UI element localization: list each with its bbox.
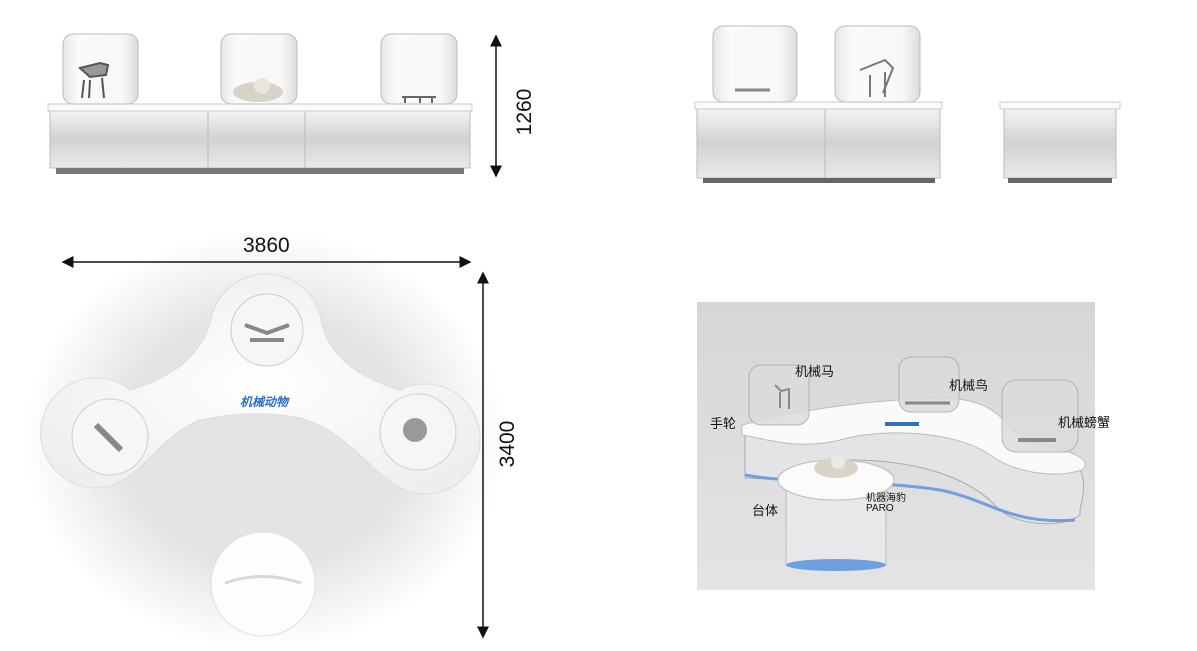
label-base: 台体 <box>752 503 779 518</box>
plan-seal-stand <box>210 531 316 637</box>
dome-horse <box>62 33 139 105</box>
dimension-width-label: 3860 <box>243 234 290 257</box>
label-horse: 机械马 <box>795 364 835 379</box>
label-handwheel: 手轮 <box>710 416 737 431</box>
label-crab: 机械螃蟹 <box>1058 415 1111 430</box>
side-dome-1 <box>712 25 798 103</box>
label-bird: 机械鸟 <box>949 378 989 393</box>
label-seal-sub: PARO <box>866 503 894 514</box>
perspective-render <box>697 302 1095 590</box>
side-seal-stand <box>1003 107 1117 179</box>
dimension-height-label: 1260 <box>513 88 536 136</box>
label-seal: 机器海豹 <box>866 493 906 504</box>
dome-crab <box>380 33 458 105</box>
side-elevation <box>694 25 1121 183</box>
front-elevation <box>47 33 473 174</box>
plan-dome-bird <box>230 293 304 367</box>
plan-view <box>25 230 505 650</box>
dome-seal <box>220 33 298 105</box>
dimension-depth-label: 3400 <box>496 420 519 468</box>
plan-logo-text: 机械动物 <box>240 395 289 409</box>
